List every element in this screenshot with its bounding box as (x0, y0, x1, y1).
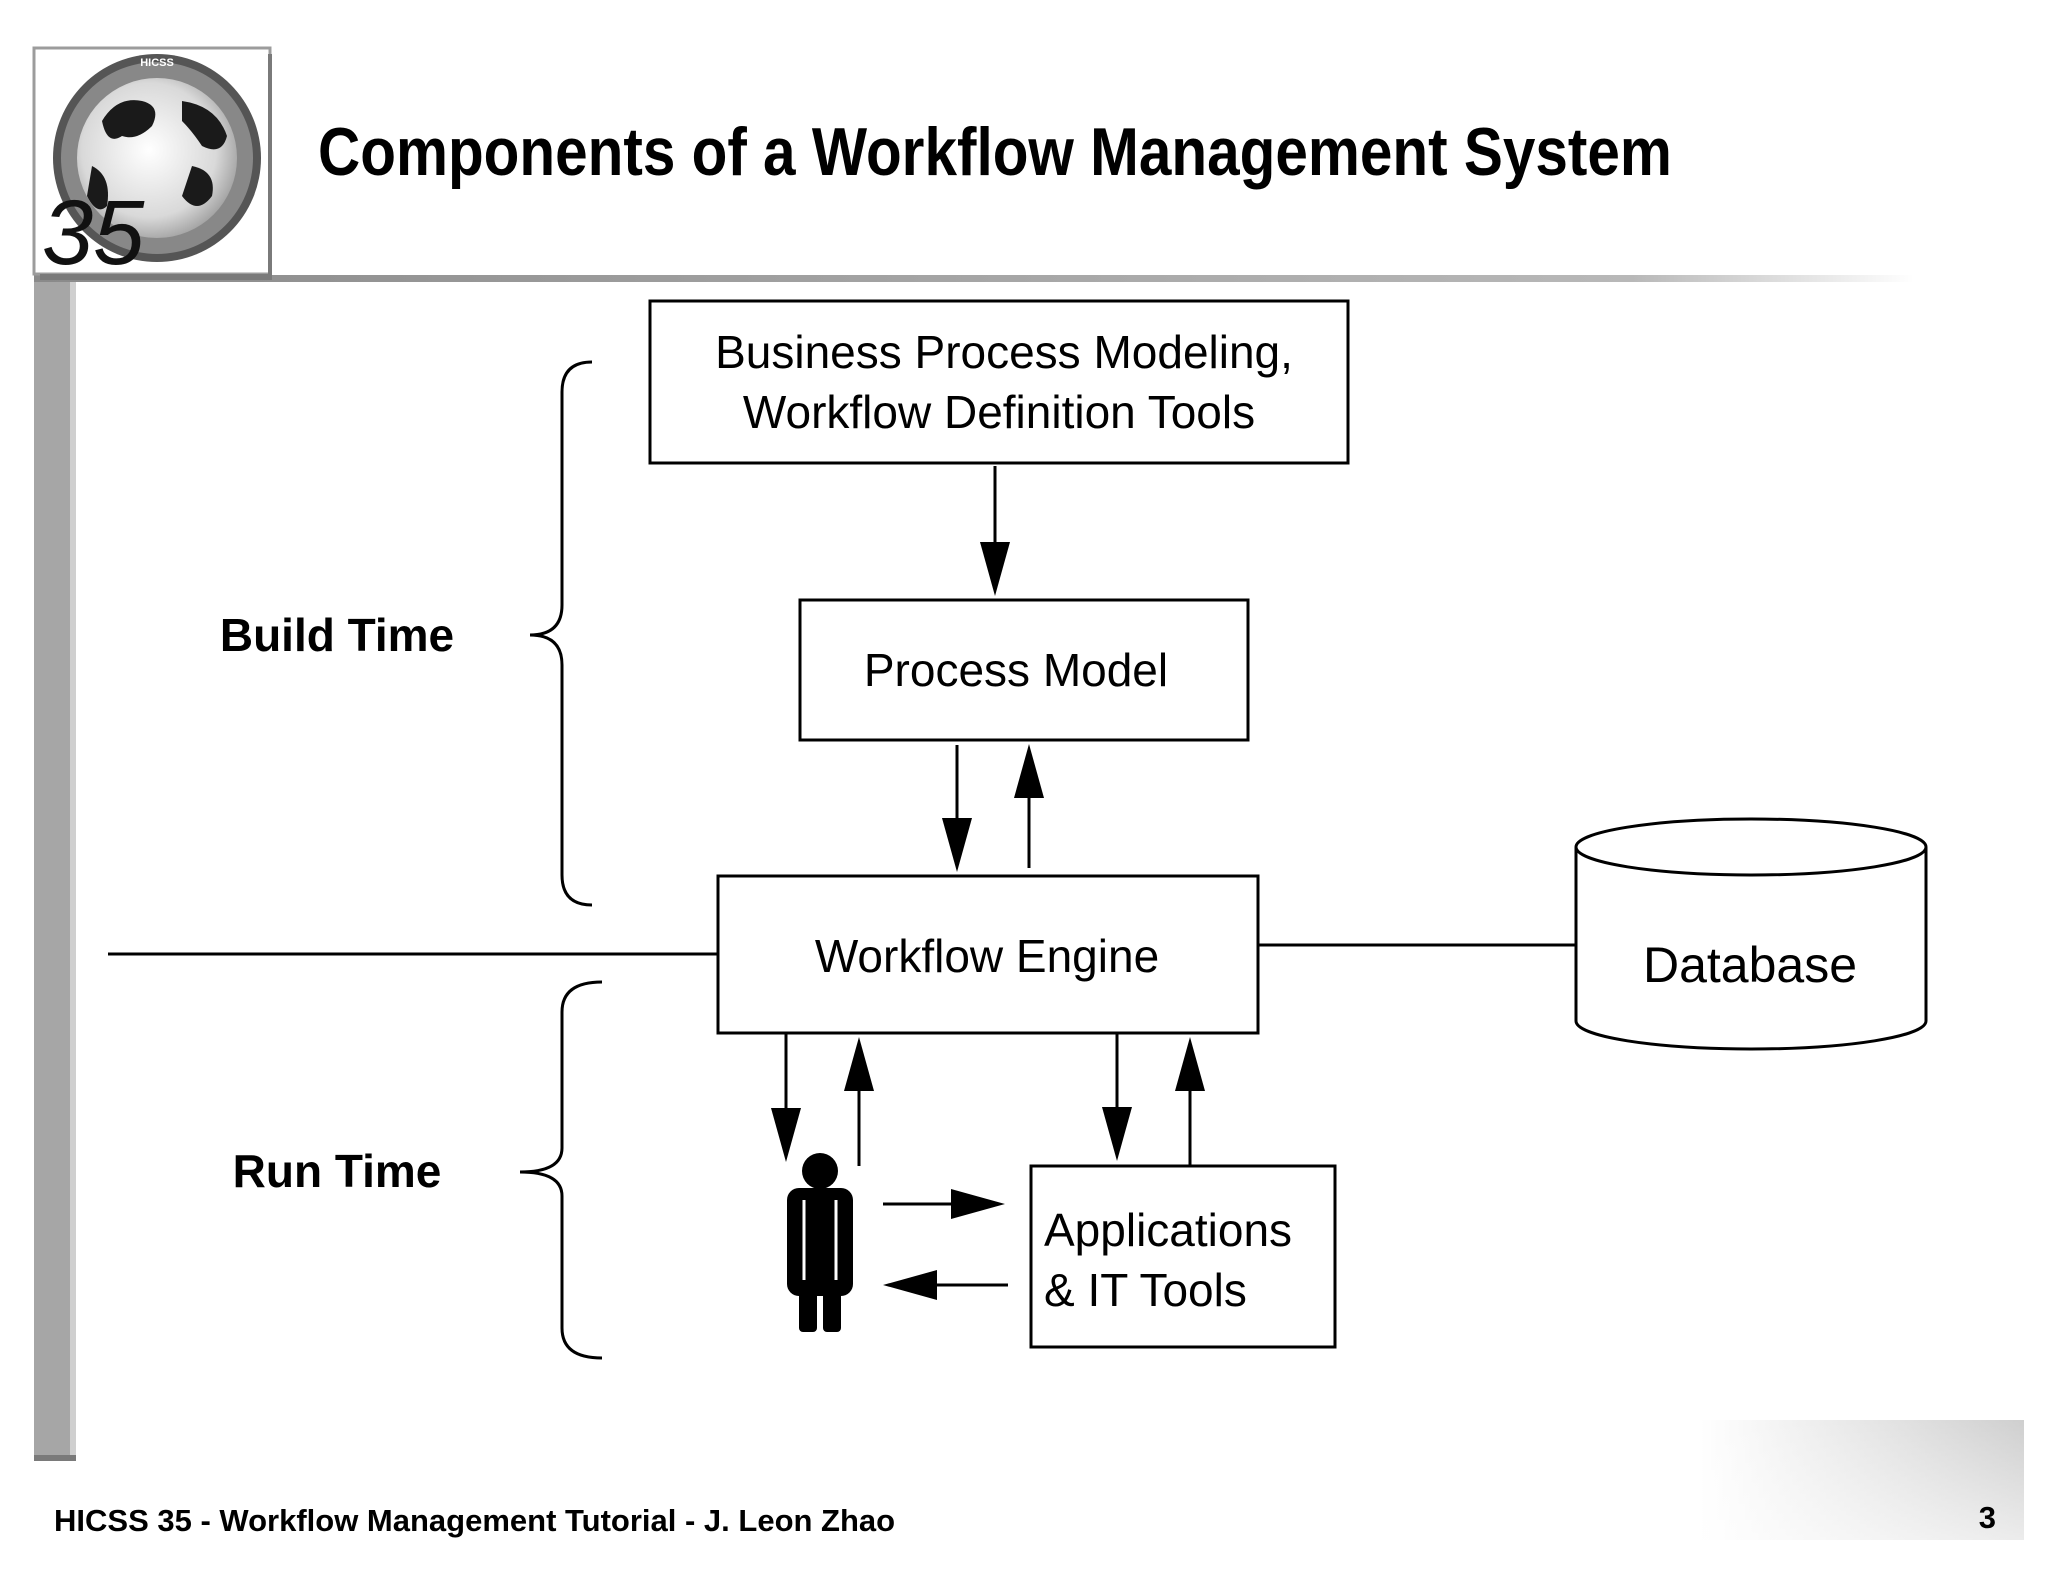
workflow-engine-box: Workflow Engine (716, 874, 1260, 1035)
logo-ring-text: HICSS (140, 57, 174, 69)
arrow-engine-to-user (771, 1033, 801, 1162)
arrow-apps-to-engine (1175, 1037, 1205, 1165)
modeling-tools-line-1: Business Process Modeling, (715, 326, 1293, 378)
process-model-label: Process Model (864, 644, 1168, 696)
slide-title: Components of a Workflow Management Syst… (318, 114, 1672, 190)
modeling-tools-box: Business Process Modeling, Workflow Defi… (648, 299, 1350, 465)
arrow-engine-to-apps (1102, 1033, 1132, 1161)
run-time-brace (519, 980, 603, 1360)
arrow-model-to-engine (942, 745, 972, 872)
arrow-tools-to-model (980, 466, 1010, 596)
left-bar (34, 282, 70, 1460)
logo-numeral: 35 (42, 182, 145, 284)
arrow-apps-to-user (883, 1270, 1008, 1300)
workflow-engine-label: Workflow Engine (815, 930, 1159, 982)
modeling-tools-line-2: Workflow Definition Tools (743, 386, 1255, 438)
page-number: 3 (1978, 1500, 1996, 1535)
header-rule (34, 275, 1914, 282)
applications-line-2: & IT Tools (1044, 1264, 1247, 1316)
database-cylinder: Database (1574, 817, 1928, 1051)
run-time-label: Run Time (233, 1145, 442, 1197)
arrow-engine-to-model (1014, 744, 1044, 868)
database-label: Database (1643, 937, 1857, 993)
conference-logo: HICSS 35 (32, 46, 272, 284)
footer-text: HICSS 35 - Workflow Management Tutorial … (54, 1503, 896, 1538)
arrows (771, 466, 1205, 1300)
build-time-brace (529, 360, 593, 907)
applications-box: Applications & IT Tools (1029, 1164, 1337, 1349)
person-icon (787, 1153, 853, 1332)
process-model-box: Process Model (798, 598, 1250, 742)
arrow-user-to-apps (883, 1189, 1005, 1219)
arrow-user-to-engine (844, 1037, 874, 1166)
applications-line-1: Applications (1044, 1204, 1292, 1256)
build-time-label: Build Time (220, 609, 454, 661)
